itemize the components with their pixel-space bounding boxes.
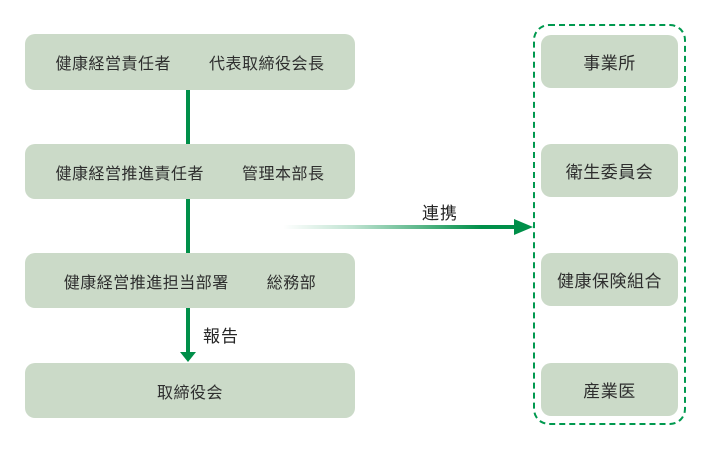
box-label: 産業医 xyxy=(583,382,636,401)
box-label: 衛生委員会 xyxy=(565,163,654,182)
box-label: 健康保険組合 xyxy=(557,272,662,291)
box-title-label: 代表取締役会長 xyxy=(209,56,325,73)
box-hygiene-committee: 衛生委員会 xyxy=(541,144,678,197)
box-role-label: 健康経営推進担当部署 xyxy=(63,274,229,292)
box-label: 事業所 xyxy=(583,54,636,73)
box-occupational-physician: 産業医 xyxy=(541,363,678,416)
collaboration-arrow-label: 連携 xyxy=(422,204,458,223)
external-partners-dashed-panel xyxy=(533,24,686,425)
box-board-of-directors: 取締役会 xyxy=(25,363,355,418)
report-arrow-line xyxy=(186,306,190,353)
box-health-promotion-officer: 健康経営推進責任者 管理本部長 xyxy=(25,144,355,199)
box-title-label: 総務部 xyxy=(266,274,317,292)
report-arrowhead-down-icon xyxy=(180,352,196,362)
box-role-label: 健康経営推進責任者 xyxy=(55,165,204,183)
box-role-label: 取締役会 xyxy=(156,384,223,402)
box-health-promotion-department: 健康経営推進担当部署 総務部 xyxy=(25,253,355,308)
box-health-management-officer: 健康経営責任者 代表取締役会長 xyxy=(25,34,355,90)
collaboration-arrow-line xyxy=(283,225,516,229)
collaboration-arrowhead-right-icon xyxy=(514,219,533,235)
report-arrow-label: 報告 xyxy=(203,327,239,346)
box-title-label: 管理本部長 xyxy=(242,165,325,183)
box-role-label: 健康経営責任者 xyxy=(55,56,171,73)
box-health-insurance-association: 健康保険組合 xyxy=(541,253,678,306)
box-business-sites: 事業所 xyxy=(541,35,678,88)
